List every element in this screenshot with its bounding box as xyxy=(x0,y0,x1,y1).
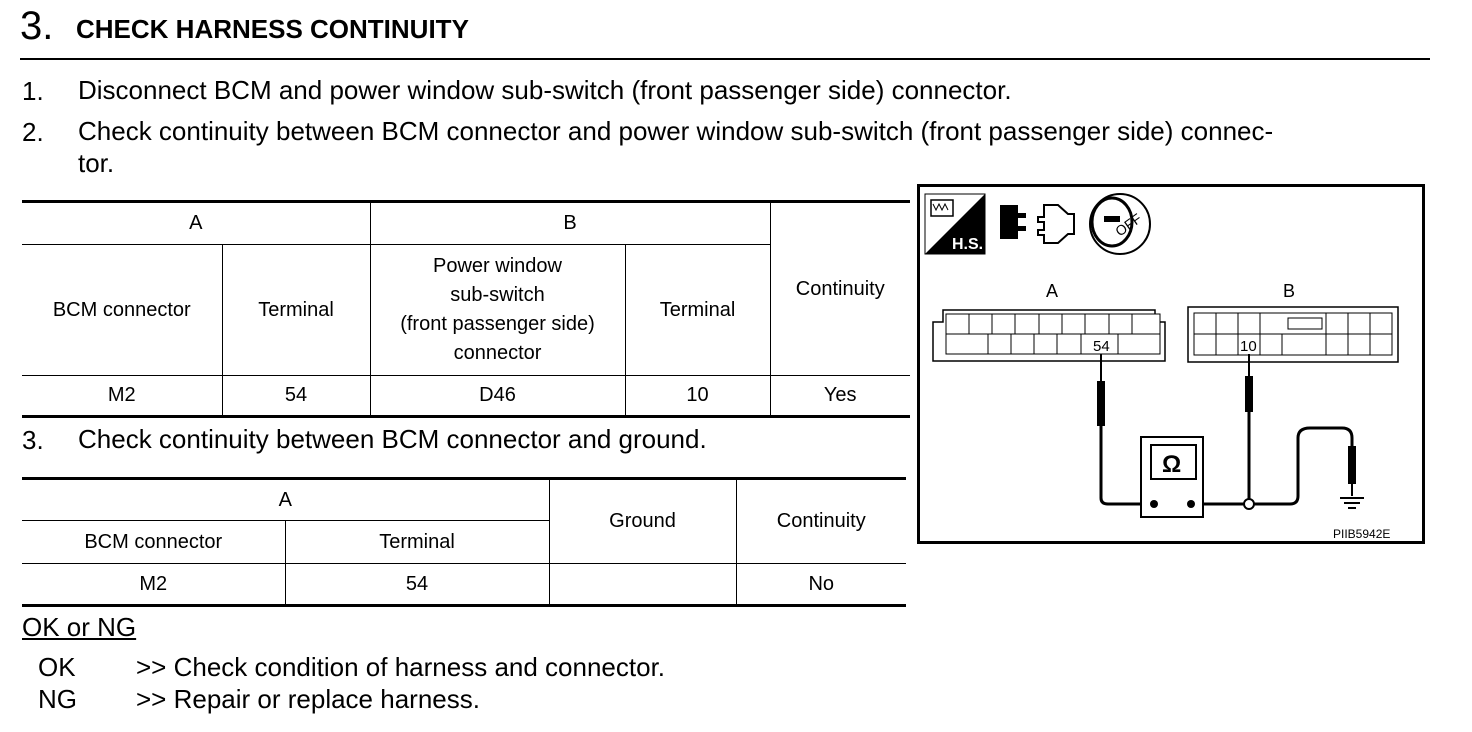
table2-cell-terminal: 54 xyxy=(284,563,549,607)
table2-group-a: A xyxy=(22,477,549,521)
ohm-symbol: Ω xyxy=(1162,451,1181,478)
harness-side-icon: H.S. xyxy=(924,193,986,255)
connector-disconnect-icon xyxy=(1000,204,1075,244)
ohmmeter-icon: Ω xyxy=(1140,436,1255,518)
step-2-number: 2. xyxy=(22,117,44,147)
page-title: CHECK HARNESS CONTINUITY xyxy=(76,14,469,44)
table2-col-bcm-connector: BCM connector xyxy=(22,520,285,564)
table1-cell-bcm: M2 xyxy=(22,375,222,418)
connector-a-label: A xyxy=(1046,281,1058,301)
table1-group-b: B xyxy=(369,200,770,245)
table1-col-terminal-b: Terminal xyxy=(624,244,770,376)
continuity-table-bcm-subswitch: A B Continuity BCM connector Terminal Po… xyxy=(22,200,910,418)
table1-col-bcm-connector: BCM connector xyxy=(22,244,222,376)
ng-label: NG xyxy=(38,684,77,714)
figure-code: PIIB5942E xyxy=(1333,527,1390,541)
table2-col-ground: Ground xyxy=(548,477,736,564)
ok-action: >> Check condition of harness and connec… xyxy=(136,652,666,682)
ignition-off-icon: OFF xyxy=(1089,193,1151,255)
ground-icon xyxy=(1340,497,1364,509)
continuity-table-bcm-ground: A Ground Continuity BCM connector Termin… xyxy=(22,477,906,607)
table1-col-continuity: Continuity xyxy=(769,200,910,376)
step-1-text: Disconnect BCM and power window sub-swit… xyxy=(78,75,1012,105)
step-3-text: Check continuity between BCM connector a… xyxy=(78,424,707,454)
table2-cell-ground xyxy=(548,563,736,607)
header-rule xyxy=(20,58,1430,60)
step-2-text-line2: tor. xyxy=(78,148,115,178)
ng-action: >> Repair or replace harness. xyxy=(136,684,480,714)
pw-header-line2: sub-switch xyxy=(450,284,545,306)
ok-label: OK xyxy=(38,652,76,682)
diagram-svg: H.S. OFF A xyxy=(924,193,1399,541)
table1-col-power-window-connector: Power window sub-switch (front passenger… xyxy=(369,244,625,376)
table1-cell-continuity: Yes xyxy=(769,375,910,418)
step-number: 3. xyxy=(20,4,54,48)
ok-ng-heading: OK or NG xyxy=(22,612,137,642)
continuity-check-diagram: H.S. OFF A xyxy=(917,184,1425,544)
table2-cell-bcm: M2 xyxy=(22,563,285,607)
step-3-number: 3. xyxy=(22,425,44,455)
connector-a: 54 xyxy=(932,309,1166,362)
table2-cell-continuity: No xyxy=(735,563,906,607)
pw-header-line3: (front passenger side) xyxy=(400,313,595,335)
table2-col-continuity: Continuity xyxy=(735,477,906,564)
table1-cell-terminal-a: 54 xyxy=(221,375,370,418)
pw-header-line4: connector xyxy=(453,342,542,364)
hs-label: H.S. xyxy=(952,236,983,253)
terminal-10-label: 10 xyxy=(1240,338,1257,355)
step-2-text-line1: Check continuity between BCM connector a… xyxy=(78,116,1274,146)
table1-col-terminal-a: Terminal xyxy=(221,244,370,376)
connector-b-label: B xyxy=(1283,281,1295,301)
table1-cell-terminal-b: 10 xyxy=(624,375,770,418)
connector-b: 10 xyxy=(1187,306,1399,363)
pw-header-line1: Power window xyxy=(433,255,562,277)
table1-cell-pw-connector: D46 xyxy=(369,375,625,418)
table1-group-a: A xyxy=(22,200,370,245)
terminal-54-label: 54 xyxy=(1093,338,1110,355)
table2-col-terminal: Terminal xyxy=(284,520,549,564)
test-leads xyxy=(1097,354,1356,506)
step-1-number: 1. xyxy=(22,76,44,106)
